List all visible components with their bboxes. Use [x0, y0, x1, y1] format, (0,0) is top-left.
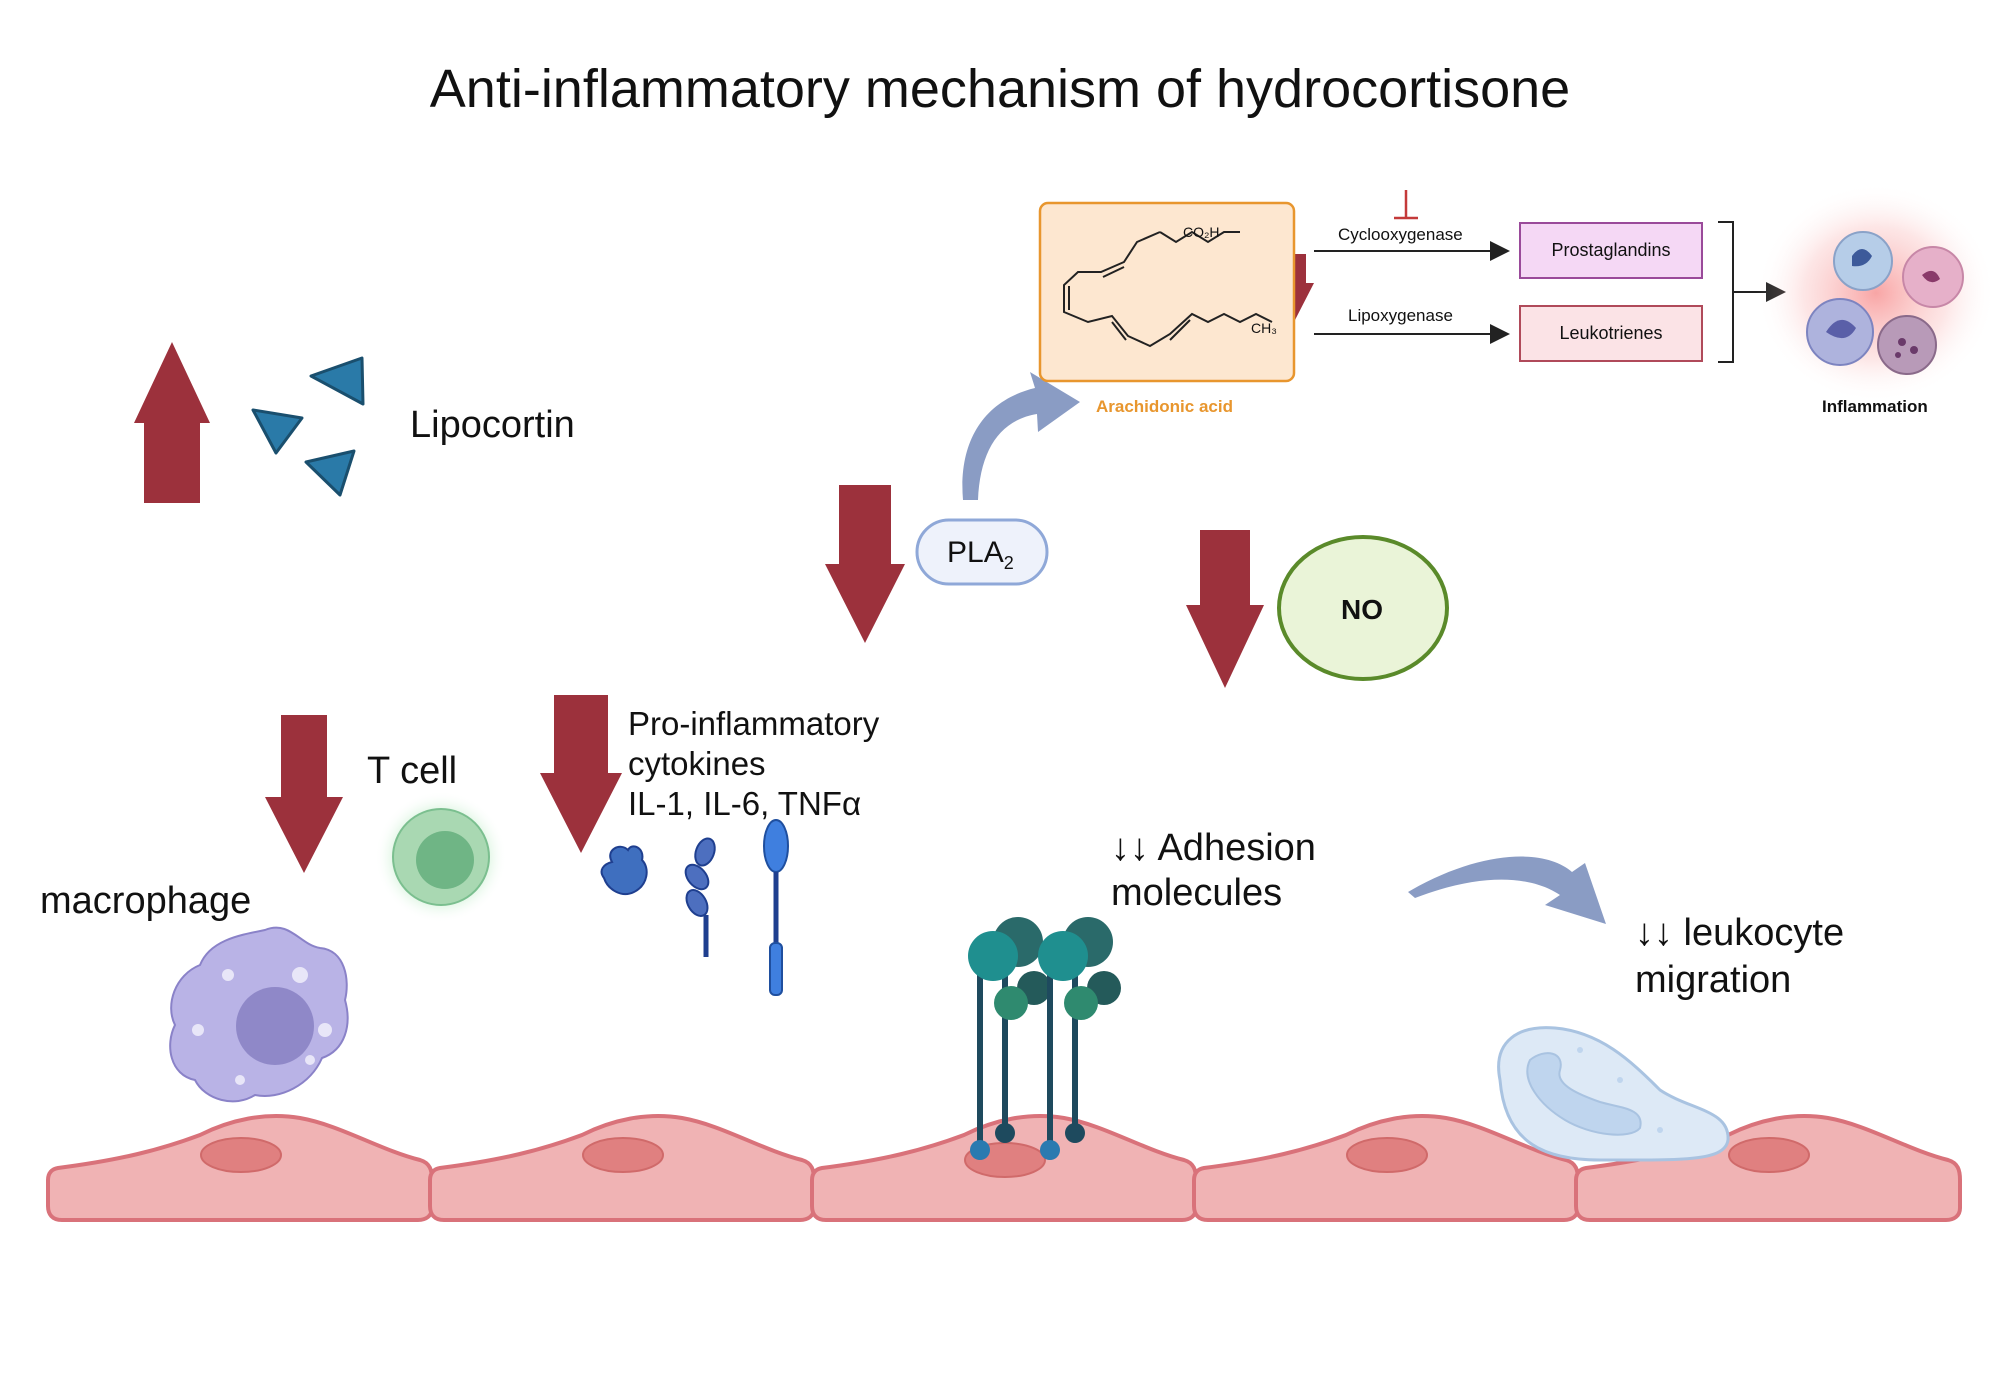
- curved-arrow-icon: [962, 372, 1080, 500]
- lipocortin-label: Lipocortin: [410, 404, 575, 446]
- endothelial-cell-icon: [46, 1114, 434, 1222]
- t-cell-icon: [375, 791, 507, 923]
- down-arrow-icon: [265, 715, 343, 873]
- bracket: [1718, 221, 1734, 363]
- down-arrow-icon: [540, 695, 622, 853]
- inhibition-bar-icon: [1394, 190, 1418, 220]
- t-cell-label: T cell: [367, 750, 458, 792]
- pla2-pill: [915, 518, 1049, 586]
- inflammation-label: Inflammation: [1822, 397, 1928, 416]
- cytokines-label-line2: cytokines: [628, 745, 766, 782]
- adhesion-label-line2: molecules: [1111, 872, 1283, 914]
- up-arrow-icon: [134, 342, 210, 503]
- macrophage-label: macrophage: [40, 880, 252, 922]
- arachidonic-acid-structure: [1063, 230, 1273, 348]
- cytokine-icon: [763, 819, 789, 996]
- endothelial-cell-icon: [810, 1114, 1198, 1222]
- page-title: Anti-inflammatory mechanism of hydrocort…: [429, 59, 1571, 119]
- curved-arrow-icon: [1408, 856, 1606, 924]
- cytokines-label-line3: IL-1, IL-6, TNFα: [628, 785, 862, 822]
- endothelial-cell-icon: [428, 1114, 816, 1222]
- lipocortin-triangle-icon: [251, 356, 365, 497]
- arachidonic-acid-label: Arachidonic acid: [1096, 397, 1233, 416]
- migration-label-line2: migration: [1635, 959, 1792, 1001]
- no-circle: [1277, 535, 1449, 681]
- cyclooxygenase-label: Cyclooxygenase: [1338, 225, 1463, 244]
- adhesion-molecule-icon: [968, 917, 1051, 1160]
- cytokines-label-line1: Pro-inflammatory: [628, 705, 880, 742]
- down-arrow-icon: [825, 485, 905, 643]
- adhesion-molecule-icon: [1038, 917, 1121, 1160]
- adhesion-label-line1: ↓↓ Adhesion: [1111, 827, 1316, 869]
- no-label: NO: [1341, 594, 1383, 625]
- lipoxygenase-label: Lipoxygenase: [1348, 306, 1453, 325]
- macrophage-icon: [169, 926, 349, 1103]
- leukotrienes-box: Leukotrienes: [1519, 305, 1703, 362]
- arachidonic-acid-box: [1038, 201, 1296, 383]
- endothelial-layer: [46, 1114, 1962, 1222]
- inflammation-cells-icon: [1756, 183, 1996, 403]
- down-arrow-icon: [1186, 530, 1264, 688]
- cytokine-icon: [600, 845, 648, 896]
- pla2-subscript: 2: [1003, 553, 1014, 573]
- leukocyte-icon: [1497, 1026, 1730, 1162]
- cytokine-icon: [684, 837, 716, 957]
- prostaglandins-box: Prostaglandins: [1519, 222, 1703, 279]
- ch3-label: CH₃: [1251, 320, 1277, 336]
- pla2-label: PLA2: [947, 536, 1014, 573]
- migration-label-line1: ↓↓ leukocyte: [1635, 912, 1845, 954]
- endothelial-cell-icon: [1192, 1114, 1580, 1222]
- cooh-label: CO₂H: [1183, 224, 1220, 240]
